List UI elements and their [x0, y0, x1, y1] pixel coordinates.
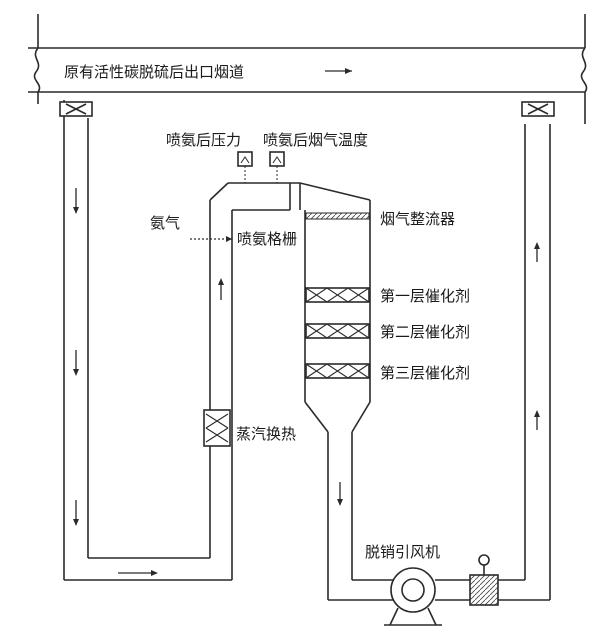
- catalyst-layer-2-label: 第二层催化剂: [380, 323, 470, 341]
- temperature-gauge-icon: [269, 151, 285, 183]
- rectifier-label: 烟气整流器: [380, 210, 455, 228]
- grid-label: 喷氨格栅: [237, 230, 297, 248]
- fan-outlet-duct: [435, 579, 550, 601]
- scr-reactor: [299, 182, 398, 601]
- left-damper: [59, 101, 93, 117]
- duct-flow-arrow: [325, 68, 352, 74]
- flow-arrow-down-2: [73, 350, 79, 376]
- existing-outlet-duct: [28, 14, 588, 124]
- flow-arrow-down-1: [73, 188, 79, 214]
- catalyst-layer-3: [305, 363, 370, 379]
- right-riser-duct: [524, 124, 551, 600]
- catalyst-layer-3-label: 第三层催化剂: [380, 364, 470, 382]
- catalyst-layer-2: [305, 323, 370, 339]
- flow-arrow-down-reactor: [337, 482, 343, 506]
- flow-arrow-up-riser: [218, 278, 224, 300]
- ammonia-label: 氨气: [150, 214, 180, 232]
- temperature-label: 喷氨后烟气温度: [263, 131, 368, 149]
- fan-outlet-damper: [469, 554, 499, 606]
- pressure-label: 喷氨后压力: [166, 131, 241, 149]
- flue-gas-rectifier: [305, 212, 370, 220]
- catalyst-layer-1: [305, 287, 370, 303]
- flow-arrow-up-1: [534, 242, 540, 262]
- pressure-gauge-icon: [237, 151, 253, 183]
- steam-exchanger-label: 蒸汽换热: [236, 425, 296, 443]
- ammonia-injection-line: [190, 236, 232, 242]
- riser-column: [209, 182, 301, 580]
- flow-arrow-down-3: [73, 500, 79, 526]
- flow-arrow-right-bottom: [118, 570, 158, 576]
- left-downcomer-duct: [63, 100, 232, 581]
- flow-arrow-up-2: [534, 410, 540, 430]
- duct-title: 原有活性碳脱硫后出口烟道: [64, 63, 244, 81]
- fan-label: 脱销引风机: [365, 543, 440, 561]
- right-damper: [521, 101, 555, 117]
- catalyst-layer-1-label: 第一层催化剂: [380, 287, 470, 305]
- denitration-fan: [384, 567, 442, 626]
- steam-heat-exchanger: [203, 409, 231, 447]
